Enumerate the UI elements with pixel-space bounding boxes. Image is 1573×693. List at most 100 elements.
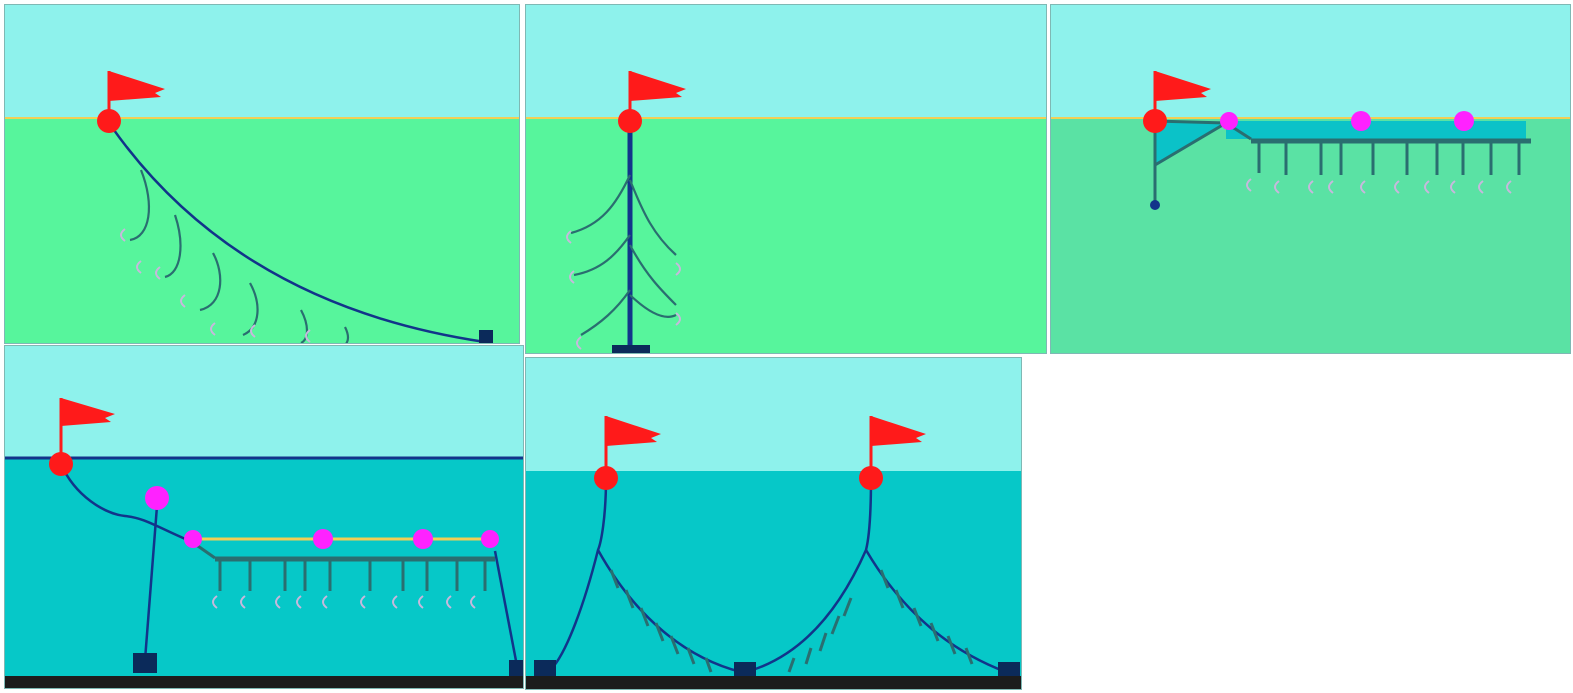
hook-icon bbox=[155, 266, 161, 280]
buoy-icon bbox=[618, 109, 642, 133]
hook-icon bbox=[1308, 180, 1314, 194]
main-line bbox=[59, 463, 191, 543]
hook-icon bbox=[136, 260, 142, 274]
panel-5-scene bbox=[526, 358, 1021, 689]
anchor-icon bbox=[479, 330, 493, 343]
branch-line bbox=[164, 214, 182, 279]
hook-icon bbox=[1506, 180, 1512, 194]
panel-3-scene bbox=[1051, 5, 1570, 353]
hook-icon bbox=[275, 595, 281, 609]
branch-line bbox=[609, 569, 620, 589]
buoy-icon bbox=[97, 109, 121, 133]
hook-icon bbox=[305, 329, 311, 343]
panel-surface-longline bbox=[1050, 4, 1571, 354]
anchor-icon bbox=[734, 662, 756, 676]
branch-line bbox=[629, 294, 677, 318]
hooks bbox=[1246, 178, 1512, 194]
hook-icon bbox=[392, 595, 398, 609]
hook-icon bbox=[1450, 180, 1456, 194]
hooks bbox=[212, 595, 476, 609]
branch-line bbox=[912, 607, 923, 627]
anchor-icon bbox=[534, 660, 556, 676]
branch-line bbox=[639, 607, 650, 627]
branch-line bbox=[787, 657, 796, 673]
seabed bbox=[526, 676, 1021, 689]
panel-1-scene bbox=[5, 5, 519, 343]
hook-icon bbox=[675, 262, 681, 276]
float-icon bbox=[1454, 111, 1474, 131]
branch-lines bbox=[218, 559, 487, 591]
hook-icon bbox=[675, 312, 681, 326]
main-line bbox=[493, 550, 519, 667]
branch-line bbox=[894, 589, 905, 609]
float-icon bbox=[413, 529, 433, 549]
anchor-icon bbox=[612, 345, 650, 353]
hooks bbox=[566, 230, 681, 350]
hook-icon bbox=[212, 595, 218, 609]
branch-line bbox=[570, 174, 631, 235]
branch-line bbox=[654, 622, 665, 642]
main-line bbox=[194, 542, 216, 560]
float-icon bbox=[145, 486, 169, 510]
branch-line bbox=[580, 289, 631, 336]
sky bbox=[5, 5, 519, 118]
branch-line bbox=[344, 326, 350, 343]
hook-icon bbox=[1274, 180, 1280, 194]
float-icon bbox=[481, 530, 499, 548]
branch-line bbox=[879, 569, 890, 589]
hook-icon bbox=[569, 270, 575, 284]
flag-icon bbox=[869, 416, 926, 470]
float-icon bbox=[1220, 112, 1238, 130]
branch-line bbox=[242, 282, 259, 337]
branch-line bbox=[624, 589, 635, 609]
hook-icon bbox=[120, 228, 126, 242]
branch-line bbox=[818, 632, 828, 652]
panel-bottom-longline bbox=[525, 357, 1022, 690]
hook-icon bbox=[470, 595, 476, 609]
branch-line bbox=[946, 635, 957, 655]
float-icon bbox=[1351, 111, 1371, 131]
hook-icon bbox=[418, 595, 424, 609]
sky bbox=[526, 5, 1046, 118]
main-line bbox=[745, 477, 873, 674]
hook-icon bbox=[1424, 180, 1430, 194]
weight-icon bbox=[1150, 200, 1160, 210]
hook-icon bbox=[576, 336, 582, 350]
panel-vertical-line bbox=[525, 4, 1047, 354]
buoy-icon bbox=[594, 466, 618, 490]
anchor-icon bbox=[998, 662, 1020, 676]
flag-icon bbox=[604, 416, 661, 470]
water bbox=[526, 118, 1046, 353]
water bbox=[1051, 118, 1570, 353]
flag-icon bbox=[59, 398, 115, 458]
branch-line bbox=[830, 615, 841, 635]
hook-icon bbox=[360, 595, 366, 609]
branch-line bbox=[300, 309, 309, 343]
anchor-icon bbox=[509, 660, 523, 676]
float-net bbox=[1153, 119, 1232, 168]
float-icon bbox=[184, 530, 202, 548]
panel-4-scene bbox=[5, 346, 523, 688]
water bbox=[5, 118, 519, 343]
sky bbox=[1051, 5, 1570, 118]
hook-icon bbox=[1328, 180, 1334, 194]
branch-line bbox=[129, 169, 151, 242]
hook-icon bbox=[180, 294, 186, 308]
hook-icon bbox=[250, 324, 256, 338]
main-line bbox=[143, 505, 159, 661]
hook-icon bbox=[240, 595, 246, 609]
buoy-icon bbox=[859, 466, 883, 490]
hook-icon bbox=[322, 595, 328, 609]
buoy-icon bbox=[49, 452, 73, 476]
panel-longline-sloping bbox=[4, 4, 520, 344]
branch-line bbox=[629, 244, 677, 306]
branch-line bbox=[964, 647, 974, 665]
panel-2-scene bbox=[526, 5, 1046, 353]
hooks bbox=[120, 228, 311, 343]
water bbox=[526, 471, 1021, 689]
branch-line bbox=[842, 597, 853, 617]
float-line bbox=[1226, 121, 1526, 139]
hook-icon bbox=[1478, 180, 1484, 194]
hook-icon bbox=[210, 322, 216, 336]
buoy-icon bbox=[1143, 109, 1167, 133]
